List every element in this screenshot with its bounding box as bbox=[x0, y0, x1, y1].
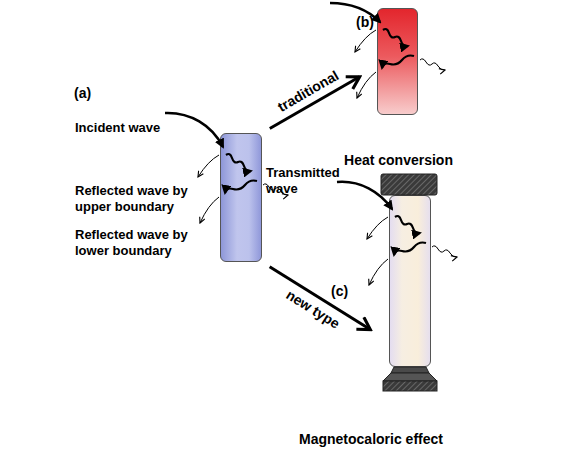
wave-label: Reflected wave by upper boundary bbox=[75, 183, 200, 215]
wave-arrows bbox=[165, 3, 457, 285]
panel-label: (c) bbox=[331, 283, 348, 299]
wave-label: Reflected wave by lower boundary bbox=[75, 227, 200, 259]
wave-label: Transmitted wave bbox=[266, 165, 356, 197]
edge-label: traditional bbox=[275, 68, 342, 116]
slab-sample: (c)Magnetocaloric effect bbox=[389, 195, 431, 367]
panel-label: (b) bbox=[356, 14, 374, 30]
panel-label: (a) bbox=[74, 85, 91, 101]
slab-sample: (a) bbox=[220, 133, 262, 262]
connector-layer bbox=[270, 77, 371, 330]
panel-caption: Magnetocaloric effect bbox=[299, 431, 443, 447]
magnet-caps bbox=[381, 174, 437, 391]
panel-caption: Heat conversion bbox=[344, 152, 453, 168]
slab-sample: (b)Heat conversion bbox=[377, 8, 418, 115]
edge-label: new type bbox=[283, 287, 342, 332]
wave-label: Incident wave bbox=[75, 120, 160, 136]
